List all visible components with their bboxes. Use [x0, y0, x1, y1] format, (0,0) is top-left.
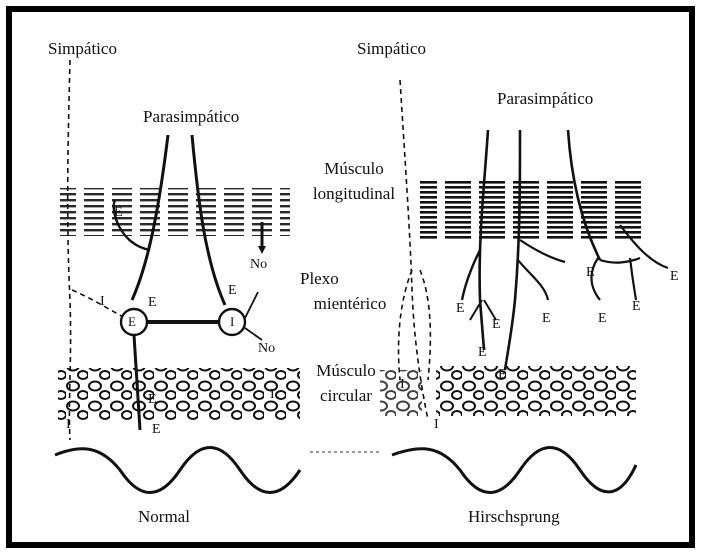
label-musculo-longitudinal-line1: Músculo [304, 160, 404, 179]
marker-e: E [632, 300, 641, 314]
marker-e: E [598, 312, 607, 326]
label-musculo-circular: Músculo circular [296, 362, 396, 405]
label-musculo-longitudinal: Músculo longitudinal [304, 160, 404, 203]
marker-e: E [114, 206, 123, 220]
marker-i: I [100, 295, 105, 309]
wave-right [392, 448, 636, 493]
label-simpatico-right: Simpático [357, 40, 426, 59]
marker-e: E [148, 393, 157, 407]
marker-e: E [670, 270, 679, 284]
marker-e: E [542, 312, 551, 326]
marker-e: E [152, 423, 161, 437]
marker-i: I [230, 315, 234, 328]
longitudinal-muscle-right [420, 180, 648, 240]
marker-e: E [478, 346, 487, 360]
label-plexo-line2: mientérico [300, 295, 400, 314]
marker-e: E [586, 266, 595, 280]
circular-muscle-left-extra [260, 368, 300, 420]
label-simpatico-left: Simpático [48, 40, 117, 59]
label-plexo-mienterico: Plexo mientérico [300, 270, 400, 313]
marker-i: I [270, 388, 275, 402]
marker-e: E [128, 315, 136, 328]
wave-left [55, 448, 300, 493]
sympathetic-fiber-right [400, 80, 428, 420]
circular-muscle-left [58, 368, 288, 420]
label-plexo-line1: Plexo [300, 270, 400, 289]
marker-e: E [492, 318, 501, 332]
marker-no: No [258, 342, 275, 356]
marker-i: I [400, 378, 405, 392]
longitudinal-muscle-left [60, 188, 290, 236]
label-hirschsprung: Hirschsprung [468, 508, 560, 527]
label-musculo-longitudinal-line2: longitudinal [304, 185, 404, 204]
label-parasimpatico-left: Parasimpático [143, 108, 239, 127]
circular-muscle-right [436, 366, 636, 416]
marker-e: E [148, 296, 157, 310]
marker-no: No [250, 258, 267, 272]
marker-e: E [456, 302, 465, 316]
label-normal: Normal [138, 508, 190, 527]
parasympathetic-fiber-right-2 [505, 130, 520, 370]
marker-e: E [498, 368, 507, 382]
label-musculo-circular-line2: circular [296, 387, 396, 406]
label-musculo-circular-line1: Músculo [296, 362, 396, 381]
marker-i: I [66, 418, 71, 432]
marker-e: E [228, 284, 237, 298]
marker-i: I [434, 418, 439, 432]
label-parasimpatico-right: Parasimpático [497, 90, 593, 109]
